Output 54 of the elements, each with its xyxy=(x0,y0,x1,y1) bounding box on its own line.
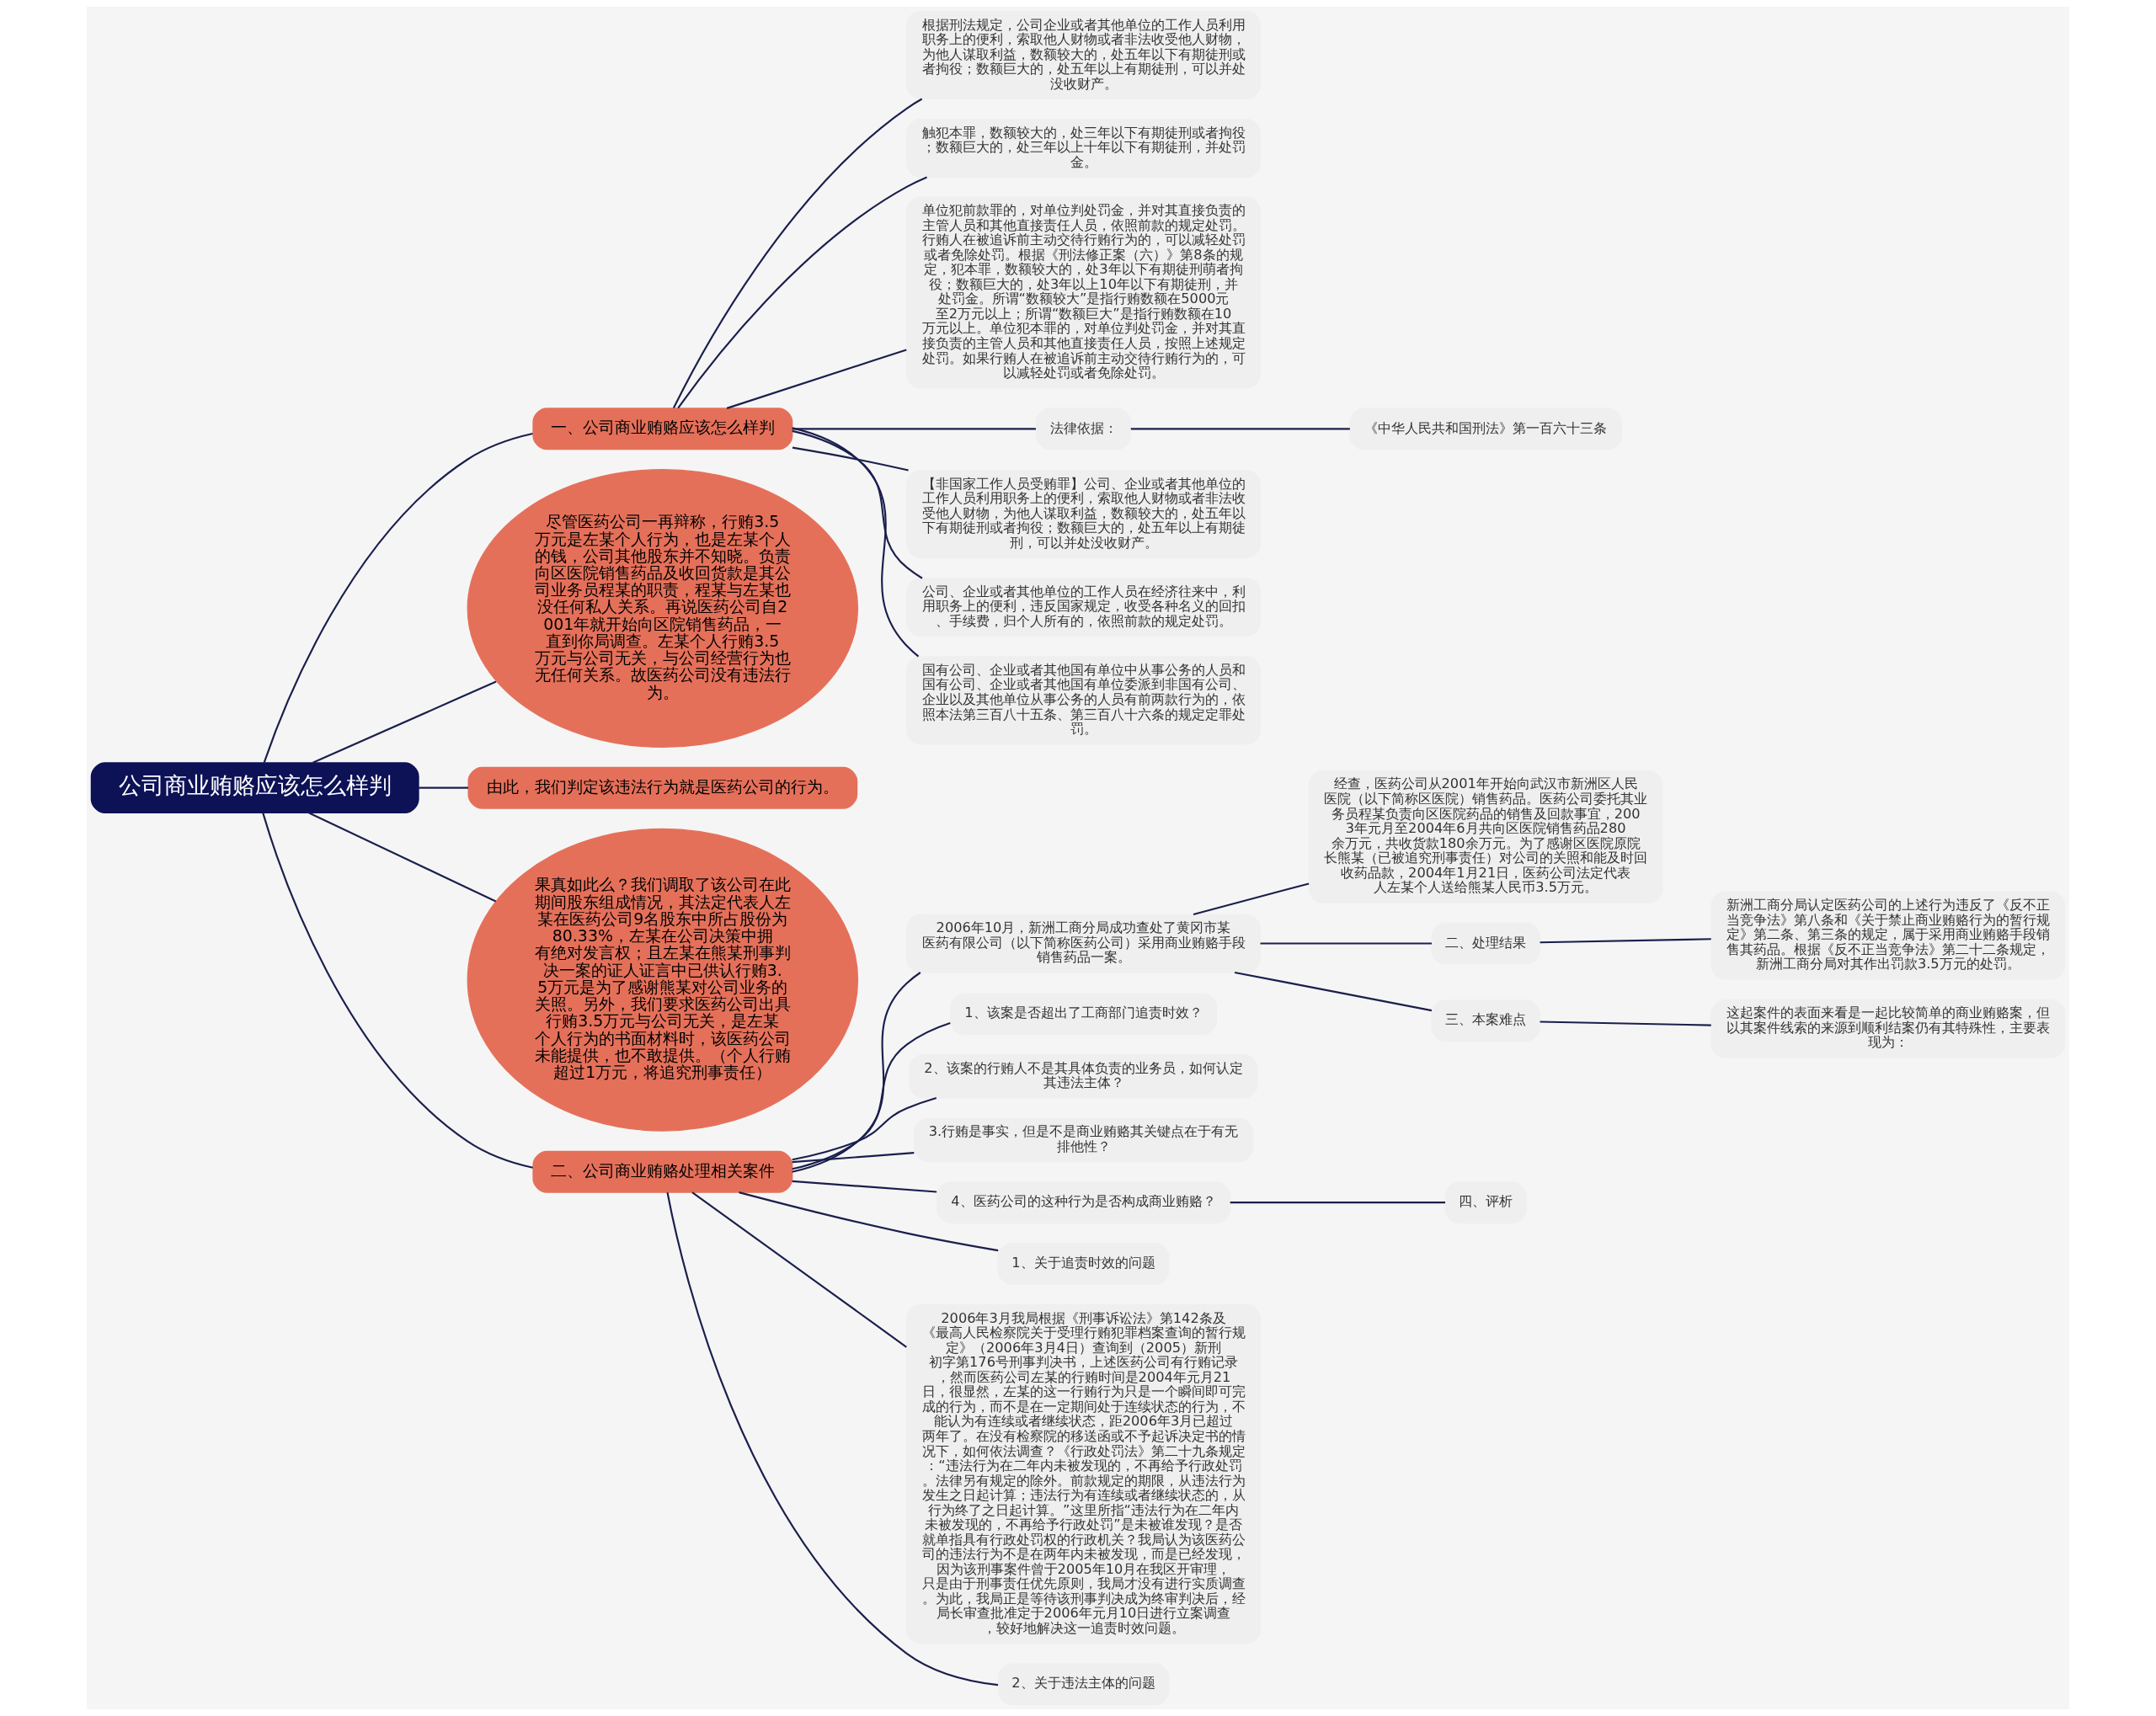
connector xyxy=(792,972,921,1173)
node-box: 2、关于违法主体的问题 xyxy=(997,1663,1170,1706)
connector xyxy=(691,1191,907,1348)
node-box: 2006年10月，新洲工商分局成功查处了黄冈市某医药有限公司（以下简称医药公司）采用商业贿赂手段销售药品一案。 xyxy=(906,914,1261,973)
connector xyxy=(792,446,909,472)
connector xyxy=(1540,1021,1711,1026)
node-box: 根据刑法规定，公司企业或者其他单位的工作人员利用职务上的便利，索取他人财物或者非法收受他人财物，为他人谋取利益，数额较大的，处五年以下有期徒刑或者拘役；数额巨大的，处五年以上有期徒刑，可以并处没收财产。 xyxy=(906,10,1261,100)
connector xyxy=(677,176,927,409)
node-box: 二、处理结果 xyxy=(1431,922,1540,965)
connector xyxy=(792,1180,937,1193)
connector xyxy=(672,98,923,409)
connector xyxy=(792,1152,915,1164)
node-box: 法律依据： xyxy=(1035,408,1132,450)
connector xyxy=(308,812,497,903)
connector xyxy=(1234,971,1433,1012)
connector xyxy=(792,429,923,579)
node-box: 3.行贿是事实，但是不是商业贿赂其关键点在于有无排他性？ xyxy=(913,1117,1254,1163)
node-ellipse: 尽管医药公司一再辩称，行贿3.5万元是左某个人行为，也是左某个人的钱，公司其他股东并不知晓。负责向区医院销售药品及收回货款是其公司业务员程某的职责，程某与左某也没任何私人关系。再说医药公司自2001年就开始向区院销售药品，一直到你局调查。左某个人行贿3.5万元与公司无关，与公司经营行为也无任何关系。故医药公司没有违法行为。 xyxy=(467,469,859,748)
node-box: 1、关于追责时效的问题 xyxy=(997,1243,1170,1285)
node-box: 公司商业贿赂应该怎么样判 xyxy=(90,762,419,814)
connector xyxy=(1130,428,1350,430)
connector xyxy=(262,813,533,1169)
connector xyxy=(739,1191,999,1252)
node-ellipse: 果真如此么？我们调取了该公司在此期间股东组成情况，其法定代表人左某在医药公司9名股东中所占股份为80.33%，左某在公司决策中拥有绝对发言权；且左某在熊某刑事判决一案的证人证言中已供认行贿3.5万元是为了感谢熊某对公司业务的关照。另外，我们要求医药公司出具行贿3.5万元与公司无关，是左某个人行为的书面材料时，该医药公司未能提供，也不敢提供。（个人行贿超过1万元，将追究刑事责任） xyxy=(467,828,859,1132)
node-box: 经查，医药公司从2001年开始向武汉市新洲区人民医院（以下简称区医院）销售药品。医药公司委托其业务员程某负责向区医院药品的销售及回款事宜，2003年元月至2004年6月共向区医院销售药品280余万元，共收货款180余万元。为了感谢区医院原院长熊某（已被追究刑事责任）对公司的关照和能及时回收药品款，2004年1月21日，医药公司法定代表人左某个人送给熊某人民币3.5万元。 xyxy=(1308,770,1663,903)
node-box: 这起案件的表面来看是一起比较简单的商业贿赂案，但以其案件线索的来源到顺利结案仍有其特殊性，主要表现为： xyxy=(1710,999,2066,1058)
connector xyxy=(312,680,497,764)
node-box: 由此，我们判定该违法行为就是医药公司的行为。 xyxy=(467,766,858,809)
connector xyxy=(792,1022,951,1170)
connector xyxy=(1193,882,1310,916)
node-box: 4、医药公司的这种行为是否构成商业贿赂？ xyxy=(936,1181,1231,1224)
connector xyxy=(1230,1202,1446,1204)
node-box: 四、评析 xyxy=(1444,1181,1527,1224)
node-box: 单位犯前款罪的，对单位判处罚金，并对其直接负责的主管人员和其他直接责任人员，依照前款的规定处罚。行贿人在被追诉前主动交待行贿行为的，可以减轻处罚或者免除处罚。根据《刑法修正案（六）》第8条的规定，犯本罪，数额较大的，处3年以下有期徒刑萌者拘役；数额巨大的，处3年以上10年以下有期徒刑，并处罚金。所谓“数额较大”是指行贿数额在5000元至2万元以上；所谓“数额巨大”是指行贿数额在10万元以上。单位犯本罪的，对单位判处罚金，并对其直接负责的主管人员和其他直接责任人员，按照上述规定处罚。如果行贿人在被追诉前主动交待行贿行为的，可以减轻处罚或者免除处罚。 xyxy=(906,196,1261,389)
connector xyxy=(1540,938,1711,944)
connector xyxy=(792,1097,937,1161)
node-box: 2006年3月我局根据《刑事诉讼法》第142条及《最高人民检察院关于受理行贿犯罪档案查询的暂行规定》（2006年3月4日）查询到（2005）新刑初字第176号刑事判决书，上述医药公司有行贿记录，然而医药公司左某的行贿时间是2004年元月21日，很显然，左某的这一行贿行为只是一个瞬间即可完成的行为，而不是在一定期间处于连续状态的行为，不能认为有连续或者继续状态，距2006年3月已超过两年了。在没有检察院的移送函或不予起诉决定书的情况下，如何依法调查？《行政处罚法》第二十九条规定：“违法行为在二年内未被发现的，不再给予行政处罚。法律另有规定的除外。前款规定的期限，从违法行为发生之日起计算；违法行为有连续或者继续状态的，从行为终了之日起计算。”这里所指“违法行为在二年内未被发现的，不再给予行政处罚”是未被谁发现？是否就单指具有行政处罚权的行政机关？我局认为该医药公司的违法行为不是在两年内未被发现，而是已经发现，因为该刑事案件曾于2005年10月在我区开审理，只是由于刑事责任优先原则，我局才没有进行实质调查。为此，我局正是等待该刑事判决成为终审判决后，经局长审查批准定于2006年元月10日进行立案调查，较好地解决这一追责时效问题。 xyxy=(906,1303,1261,1644)
node-box: 新洲工商分局认定医药公司的上述行为违反了《反不正当竞争法》第八条和《关于禁止商业贿赂行为的暂行规定》第二条、第三条的规定，属于采用商业贿赂手段销售其药品。根据《反不正当竞争法》第二十二条规定，新洲工商分局对其作出罚款3.5万元的处罚。 xyxy=(1710,891,2066,980)
connector xyxy=(419,786,468,789)
node-box: 三、本案难点 xyxy=(1431,999,1540,1042)
connector xyxy=(1260,942,1432,945)
node-box: 2、该案的行贿人不是其具体负责的业务员，如何认定其违法主体？ xyxy=(909,1054,1258,1099)
connector xyxy=(792,427,920,658)
node-box: 《中华人民共和国刑法》第一百六十三条 xyxy=(1349,408,1623,450)
node-box: 二、公司商业贿赂处理相关案件 xyxy=(532,1150,793,1193)
connector xyxy=(726,349,907,409)
node-box: 国有公司、企业或者其他国有单位中从事公务的人员和国有公司、企业或者其他国有单位委派到非国有公司、企业以及其他单位从事公务的人员有前两款行为的，依照本法第三百八十五条、第三百八十六条的规定定罪处罚。 xyxy=(906,656,1261,745)
connector xyxy=(666,1192,999,1687)
connector xyxy=(263,433,533,763)
node-box: 公司、企业或者其他单位的工作人员在经济往来中，利用职务上的便利，违反国家规定，收受各种名义的回扣、手续费，归个人所有的，依照前款的规定处罚。 xyxy=(906,578,1261,637)
node-box: 1、该案是否超出了工商部门追责时效？ xyxy=(949,993,1218,1036)
node-box: 一、公司商业贿赂应该怎么样判 xyxy=(532,408,793,450)
node-box: 触犯本罪，数额较大的，处三年以下有期徒刑或者拘役；数额巨大的，处三年以上十年以下有期徒刑，并处罚金。 xyxy=(906,118,1261,179)
node-box: 【非国家工作人员受贿罪】公司、企业或者其他单位的工作人员利用职务上的便利，索取他人财物或者非法收受他人财物，为他人谋取利益，数额较大的，处五年以下有期徒刑或者拘役；数额巨大的，处五年以上有期徒刑，可以并处没收财产。 xyxy=(906,469,1261,559)
